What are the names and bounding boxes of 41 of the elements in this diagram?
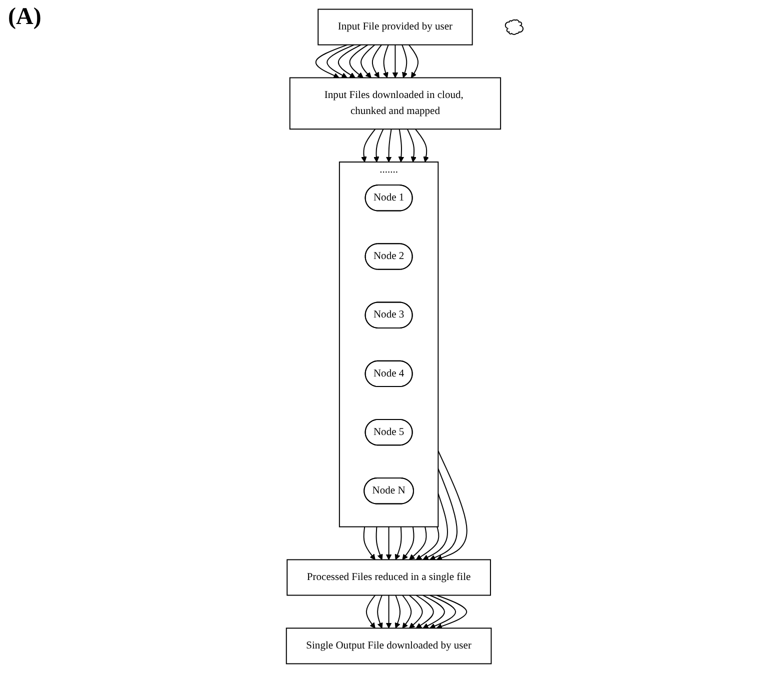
- arrow: [372, 44, 382, 78]
- arrow: [364, 526, 376, 560]
- arrow: [395, 594, 401, 628]
- arrow: [415, 128, 430, 162]
- arrow: [326, 44, 355, 78]
- arrow: [430, 594, 456, 629]
- node-box: Processed Files reduced in a single file: [286, 559, 492, 596]
- arrow: [386, 128, 392, 162]
- arrow: [409, 594, 424, 628]
- arrow: [416, 526, 440, 560]
- arrow: [376, 526, 384, 560]
- arrow: [361, 128, 376, 162]
- arrow: [360, 44, 376, 78]
- node-box: Input File provided by user: [318, 8, 474, 46]
- arrow: [416, 594, 434, 628]
- arrow: [383, 44, 390, 78]
- arrow: [407, 128, 417, 162]
- arrow: [374, 128, 384, 162]
- arrow: [395, 526, 402, 560]
- panel-label: (A): [8, 4, 42, 31]
- arrow: [377, 594, 384, 628]
- arrow: [398, 128, 404, 162]
- arrow: [408, 44, 419, 78]
- arrow: [436, 450, 468, 561]
- arrow: [422, 594, 446, 628]
- arrow: [409, 526, 428, 560]
- arrow: [436, 594, 468, 630]
- node-box: Single Output File downloaded by user: [286, 628, 492, 664]
- arrow: [338, 44, 362, 78]
- node-cloud: [505, 19, 524, 35]
- arrow: [386, 594, 392, 628]
- arrow: [402, 594, 412, 628]
- arrow: [402, 526, 415, 560]
- arrow: [392, 44, 398, 78]
- arrow: [350, 44, 369, 78]
- arrow: [430, 468, 458, 560]
- arrow: [402, 44, 408, 78]
- arrow: [366, 594, 376, 628]
- arrow: [386, 526, 392, 560]
- node-box: Input Files downloaded in cloud, chunked and mapped: [290, 77, 502, 130]
- arrow: [316, 44, 348, 78]
